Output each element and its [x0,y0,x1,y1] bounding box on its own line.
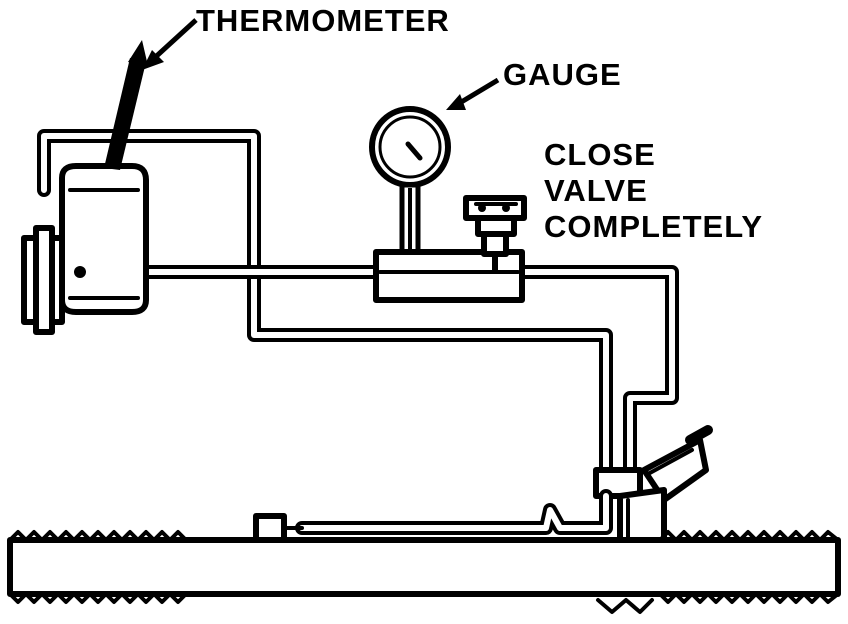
capillary-to-bulb [253,489,613,543]
gauge-leader-arrow [446,77,500,110]
close-valve-label-line1: CLOSE [544,137,656,172]
close-valve-label-line2: VALVE [544,173,648,208]
pressure-gauge [369,106,451,260]
thermometer-leader-arrow [142,18,198,70]
shutoff-valve [463,195,527,274]
expansion-valve [21,163,149,335]
gauge-manifold [373,249,525,303]
thermometer-label: THERMOMETER [196,3,450,38]
threaded-pipe [7,530,841,614]
valve-port [74,266,86,278]
gauge-label: GAUGE [503,57,622,92]
sensing-bulb [253,513,287,543]
thermometer-probe [104,40,148,170]
close-valve-label-line3: COMPLETELY [544,209,763,244]
gauge-needle [405,141,423,161]
capillary-return-line [37,129,613,475]
